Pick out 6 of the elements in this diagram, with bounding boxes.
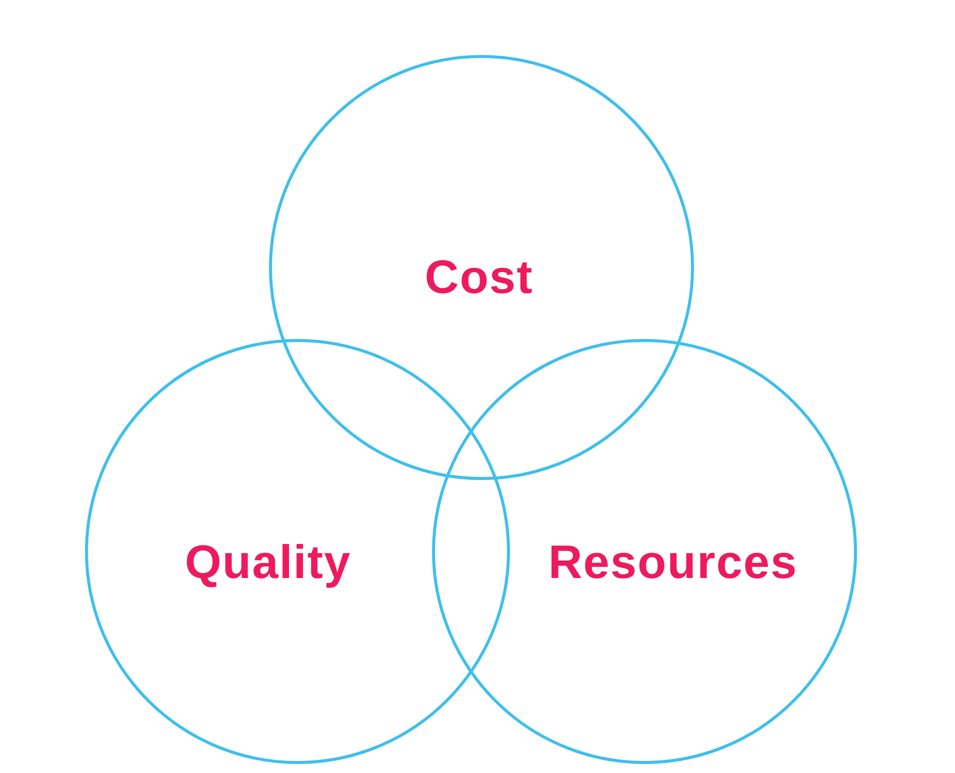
venn-circle	[432, 338, 856, 764]
circle-label: Cost	[424, 251, 534, 303]
circle-label: Quality	[184, 536, 352, 588]
circle-label: Resources	[548, 536, 798, 588]
venn-circle	[84, 338, 510, 764]
venn-circle	[268, 54, 694, 480]
